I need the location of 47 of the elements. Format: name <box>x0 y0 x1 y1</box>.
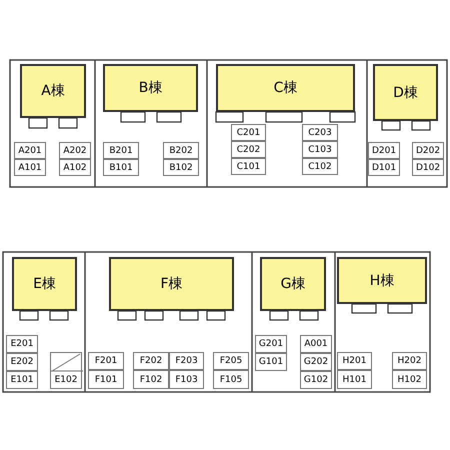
unit-number-cell: B202 <box>163 142 199 159</box>
unit-number-cell: F103 <box>169 370 204 389</box>
unit-number-cell: E101 <box>6 371 38 389</box>
unit-number-cell: G201 <box>255 335 287 353</box>
unit-number-cell: C102 <box>302 158 338 175</box>
unit-number-cell: F201 <box>88 352 124 370</box>
building-box: B棟 <box>103 64 198 112</box>
unit-number-cell: C202 <box>231 141 266 158</box>
unit-number-cell: E102 <box>50 352 82 389</box>
unit-number-cell: H101 <box>337 370 372 389</box>
unit-number-cell: C103 <box>302 141 338 158</box>
unit-number-cell: F202 <box>133 352 169 370</box>
unit-number-cell: G101 <box>255 353 287 371</box>
unit-number-cell: F102 <box>133 370 169 389</box>
building-box: H棟 <box>337 257 427 304</box>
unit-number-cell: A202 <box>59 142 91 159</box>
unit-number-cell: B101 <box>103 159 139 176</box>
unit-number-cell: G202 <box>300 353 332 371</box>
building-box: A棟 <box>20 64 86 118</box>
building-box: G棟 <box>260 257 326 311</box>
building-box: C棟 <box>216 64 355 112</box>
unit-number-cell: E202 <box>6 353 38 371</box>
unit-number-cell: F205 <box>213 352 249 370</box>
building-box: F棟 <box>109 257 234 311</box>
unit-number-cell: C101 <box>231 158 266 175</box>
unit-number-cell: H102 <box>392 370 427 389</box>
unit-number-cell: F203 <box>169 352 204 370</box>
unit-number-cell: D202 <box>412 142 444 159</box>
unit-number-cell: G102 <box>300 371 332 389</box>
unit-number-cell: F101 <box>88 370 124 389</box>
unit-number-cell: C203 <box>302 124 338 141</box>
unit-number-cell: D201 <box>368 142 400 159</box>
unit-number-cell: F105 <box>213 370 249 389</box>
unit-number-cell: C201 <box>231 124 266 141</box>
unit-number-cell: E201 <box>6 335 38 353</box>
unit-number-cell: A201 <box>14 142 46 159</box>
unit-number-cell: A102 <box>59 159 91 176</box>
unit-number-cell: D102 <box>412 159 444 176</box>
building-box: D棟 <box>373 64 438 121</box>
unit-number-cell: B102 <box>163 159 199 176</box>
unit-number-cell: H202 <box>392 352 427 370</box>
building-box: E棟 <box>12 257 77 311</box>
unit-number-cell: A101 <box>14 159 46 176</box>
unit-number-cell: A001 <box>300 335 332 353</box>
unit-number-cell: H201 <box>337 352 372 370</box>
unit-number-cell: D101 <box>368 159 400 176</box>
unit-number-cell: B201 <box>103 142 139 159</box>
